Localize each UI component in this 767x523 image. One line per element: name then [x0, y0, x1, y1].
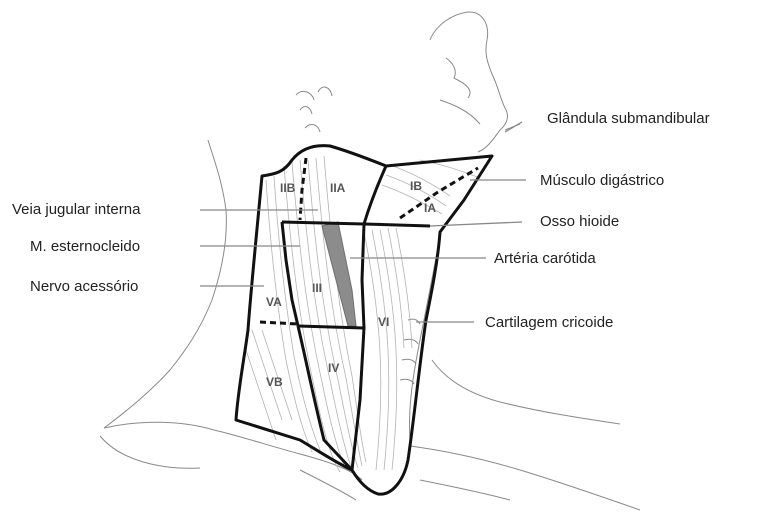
level-IA: IA — [424, 201, 436, 215]
label-carotid-artery: Artéria carótida — [494, 250, 596, 267]
level-IV: IV — [328, 361, 339, 375]
label-accessory-nerve: Nervo acessório — [30, 278, 138, 295]
level-VA: VA — [266, 295, 282, 309]
level-VI: VI — [378, 315, 389, 329]
level-IB: IB — [410, 179, 422, 193]
label-internal-jugular-vein: Veia jugular interna — [12, 201, 141, 218]
label-cricoid-cartilage: Cartilagem cricoide — [485, 314, 613, 331]
level-boundaries — [236, 146, 492, 495]
label-sternocleidomastoid: M. esternocleido — [30, 238, 140, 255]
level-IIA: IIA — [330, 181, 346, 195]
label-hyoid-bone: Osso hioide — [540, 213, 619, 230]
label-submandibular-gland: Glândula submandibular — [547, 110, 710, 127]
level-IIB: IIB — [280, 181, 296, 195]
anatomy-labels: Glândula submandibular Músculo digástric… — [12, 110, 710, 331]
level-III: III — [312, 281, 322, 295]
level-VB: VB — [266, 375, 283, 389]
label-digastric-muscle: Músculo digástrico — [540, 172, 664, 189]
